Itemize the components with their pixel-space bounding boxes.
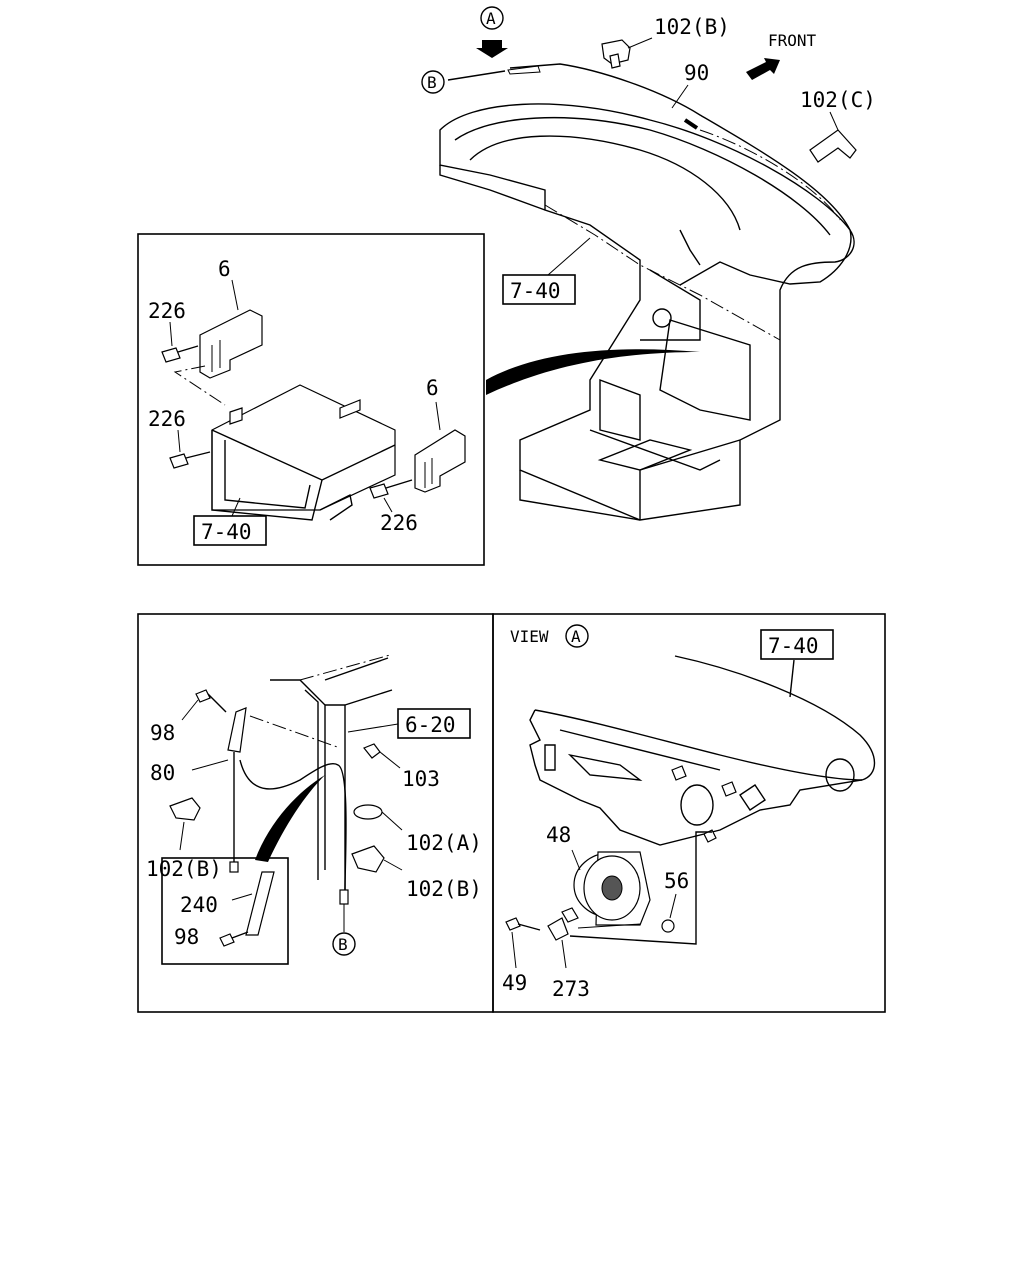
inset-2-sub-frame [161, 857, 289, 965]
part-56-label: 56 [664, 869, 689, 893]
inset-3-view-a-marker [565, 624, 589, 648]
part-226-top-label: 226 [148, 299, 186, 323]
part-102c-label: 102(C) [800, 88, 876, 112]
part-102b-left-label: 102(B) [146, 857, 222, 881]
ref-7-40-box [502, 274, 576, 305]
part-273-label: 273 [552, 977, 590, 1001]
part-103-label: 103 [402, 767, 440, 791]
inset-2-connector-b-label: B [338, 935, 348, 954]
inset-2-connector-b-marker [332, 932, 356, 956]
inset-1-frame [137, 233, 485, 566]
part-48-label: 48 [546, 823, 571, 847]
ref-6-20-box [397, 708, 471, 739]
inset-1-ref-7-40-box [193, 515, 267, 546]
part-98-top-label: 98 [150, 721, 175, 745]
part-226-mid-label: 226 [148, 407, 186, 431]
front-label: FRONT [768, 31, 817, 50]
view-a-marker [480, 6, 504, 30]
arrow-a-icon [476, 40, 508, 58]
part-80-label: 80 [150, 761, 175, 785]
inset-3-ref-7-40-box [760, 629, 834, 660]
inset-1-ref-7-40-label: 7-40 [201, 520, 252, 544]
inset-3-frame [492, 613, 886, 1013]
part-102b-right-label: 102(B) [406, 877, 482, 901]
pointer-arrow [486, 349, 700, 395]
clip-102b-top [601, 37, 653, 69]
ref-7-40-label: 7-40 [510, 279, 561, 303]
part-6-top-label: 6 [218, 257, 231, 281]
connector-b-marker-label: B [427, 73, 437, 92]
inset-antenna-pillar [137, 613, 494, 1013]
view-label: VIEW [510, 627, 549, 646]
inset-3-ref-7-40-label: 7-40 [768, 634, 819, 658]
front-arrow-icon [746, 58, 780, 80]
part-102a-label: 102(A) [406, 831, 482, 855]
inset-3-view-a-label: A [571, 627, 581, 646]
ref-6-20-label: 6-20 [405, 713, 456, 737]
view-a-marker-label: A [486, 9, 496, 28]
part-49-label: 49 [502, 971, 527, 995]
part-90-label: 90 [684, 61, 709, 85]
clip-102c [809, 111, 857, 163]
part-6-right-label: 6 [426, 376, 439, 400]
part-240-label: 240 [180, 893, 218, 917]
part-226-right-label: 226 [380, 511, 418, 535]
instrument-panel-main-view [439, 37, 857, 521]
part-98-bottom-label: 98 [174, 925, 199, 949]
inset-view-a-speaker [492, 613, 886, 1013]
pillar-pointer [255, 775, 325, 862]
part-102b-label: 102(B) [654, 15, 730, 39]
inset-radio-pocket [137, 233, 485, 566]
connector-b-marker [421, 70, 445, 94]
